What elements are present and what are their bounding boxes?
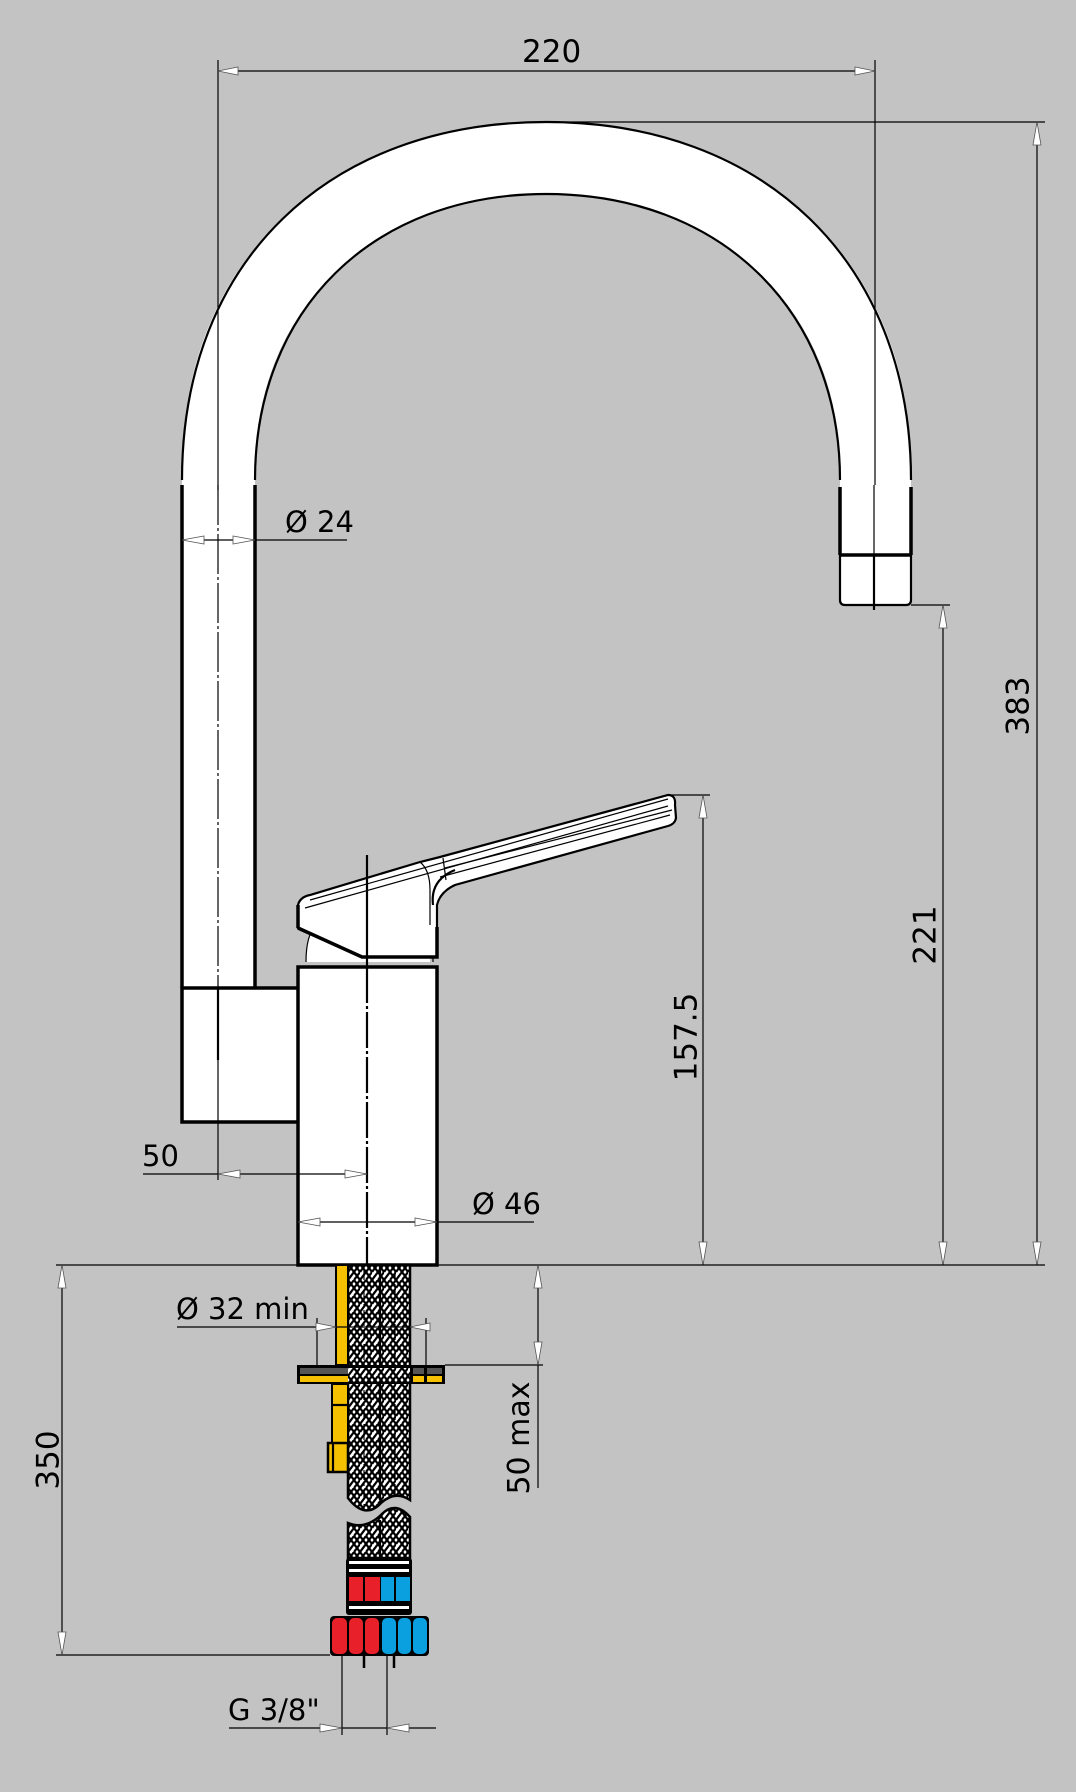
dimension-lines (56, 60, 1045, 1735)
dim-hose-length: 350 (30, 1430, 67, 1490)
lever-handle (296, 793, 678, 967)
mounting-assembly (297, 1263, 445, 1668)
dim-counter-thickness: 50 max (502, 1381, 537, 1495)
dim-spout-offset: 50 (142, 1139, 179, 1173)
spout (180, 120, 913, 988)
dim-total-height: 383 (1000, 676, 1037, 736)
mixer-body (296, 965, 439, 1267)
dim-spout-outlet-height: 221 (907, 905, 944, 965)
dim-spout-reach: 220 (522, 34, 582, 70)
dim-connection-thread: G 3/8" (228, 1693, 320, 1727)
spout-base-block (180, 986, 313, 1180)
dim-mounting-hole: Ø 32 min (176, 1292, 309, 1326)
dim-pipe-diameter: Ø 24 (285, 505, 354, 539)
dim-body-diameter: Ø 46 (472, 1187, 541, 1221)
dim-handle-height: 157.5 (668, 992, 705, 1082)
